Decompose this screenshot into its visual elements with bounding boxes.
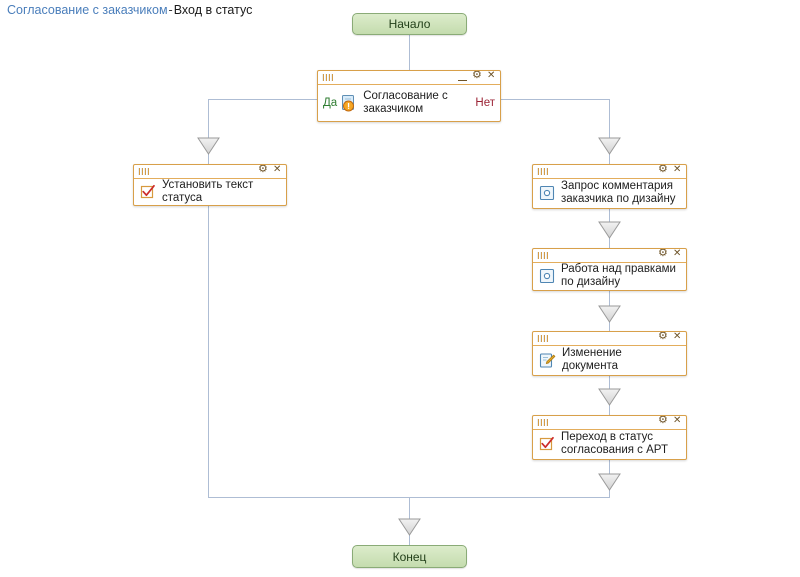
task-circle-icon (539, 268, 555, 284)
node-titlebar[interactable] (134, 165, 286, 179)
arrowhead-yes (197, 137, 220, 155)
activity-node-design-edits-work[interactable]: Работа над правками по дизайну (532, 248, 687, 291)
activity-node-document-change[interactable]: Изменение документа (532, 331, 687, 376)
node-label: Запрос комментария заказчика по дизайну (561, 180, 676, 205)
edge-right-to-rail (409, 460, 611, 499)
gear-icon[interactable] (258, 165, 268, 176)
node-titlebar[interactable] (533, 249, 686, 263)
decision-yes-label: Да (323, 96, 338, 109)
gear-icon[interactable] (658, 332, 668, 343)
close-icon[interactable] (673, 332, 683, 343)
gear-icon[interactable] (658, 165, 668, 176)
edge-left-to-rail (207, 206, 410, 499)
drag-grip-icon[interactable] (322, 74, 332, 81)
arrowhead-no (598, 137, 621, 155)
arrowhead-rail-to-end (398, 518, 421, 536)
end-node-label: Конец (392, 549, 427, 564)
node-titlebar[interactable] (533, 165, 686, 179)
document-edit-icon (539, 352, 556, 369)
arrowhead-r4-rail (598, 473, 621, 491)
close-icon[interactable] (487, 71, 497, 82)
arrowhead-r1-r2 (598, 221, 621, 239)
node-titlebar[interactable] (533, 332, 686, 346)
start-node-label: Начало (388, 17, 431, 31)
task-circle-icon (539, 185, 555, 201)
drag-grip-icon[interactable] (537, 168, 547, 175)
decision-node-titlebar[interactable] (318, 71, 500, 85)
drag-grip-icon[interactable] (537, 419, 547, 426)
close-icon[interactable] (673, 165, 683, 176)
breadcrumb-separator: - (168, 3, 173, 17)
checkbox-checked-icon (539, 436, 555, 452)
activity-node-request-customer-comment[interactable]: Запрос комментария заказчика по дизайну (532, 164, 687, 209)
minimize-icon[interactable] (458, 73, 467, 82)
decision-node-label: Согласование с заказчиком (363, 89, 448, 115)
arrowhead-r2-r3 (598, 305, 621, 323)
arrowhead-r3-r4 (598, 388, 621, 406)
gear-icon[interactable] (472, 71, 482, 82)
edge-decision-yes (207, 98, 317, 164)
gear-icon[interactable] (658, 249, 668, 260)
edge-decision-no (500, 98, 611, 164)
checkbox-checked-icon (140, 184, 156, 200)
close-icon[interactable] (673, 416, 683, 427)
activity-node-transition-to-art-approval[interactable]: Переход в статус согласования с АРТ (532, 415, 687, 460)
node-label: Переход в статус согласования с АРТ (561, 431, 668, 456)
node-label: Изменение документа (562, 347, 622, 372)
decision-no-label: Нет (475, 96, 495, 109)
drag-grip-icon[interactable] (537, 335, 547, 342)
node-label: Работа над правками по дизайну (561, 263, 676, 288)
breadcrumb-current: Вход в статус (173, 3, 253, 17)
breadcrumb-link[interactable]: Согласование с заказчиком (7, 3, 168, 17)
node-label: Установить текст статуса (162, 178, 254, 204)
decision-node[interactable]: Да Согласование с заказчиком Нет (317, 70, 501, 122)
breadcrumb: Согласование с заказчиком-Вход в статус (7, 2, 252, 18)
gear-icon[interactable] (658, 416, 668, 427)
node-titlebar[interactable] (533, 416, 686, 430)
start-node[interactable]: Начало (352, 13, 467, 35)
drag-grip-icon[interactable] (138, 168, 148, 175)
close-icon[interactable] (673, 249, 683, 260)
activity-node-set-status-text[interactable]: Установить текст статуса (133, 164, 287, 206)
end-node[interactable]: Конец (352, 545, 467, 568)
drag-grip-icon[interactable] (537, 252, 547, 259)
close-icon[interactable] (273, 165, 283, 176)
document-alert-icon (341, 94, 358, 112)
